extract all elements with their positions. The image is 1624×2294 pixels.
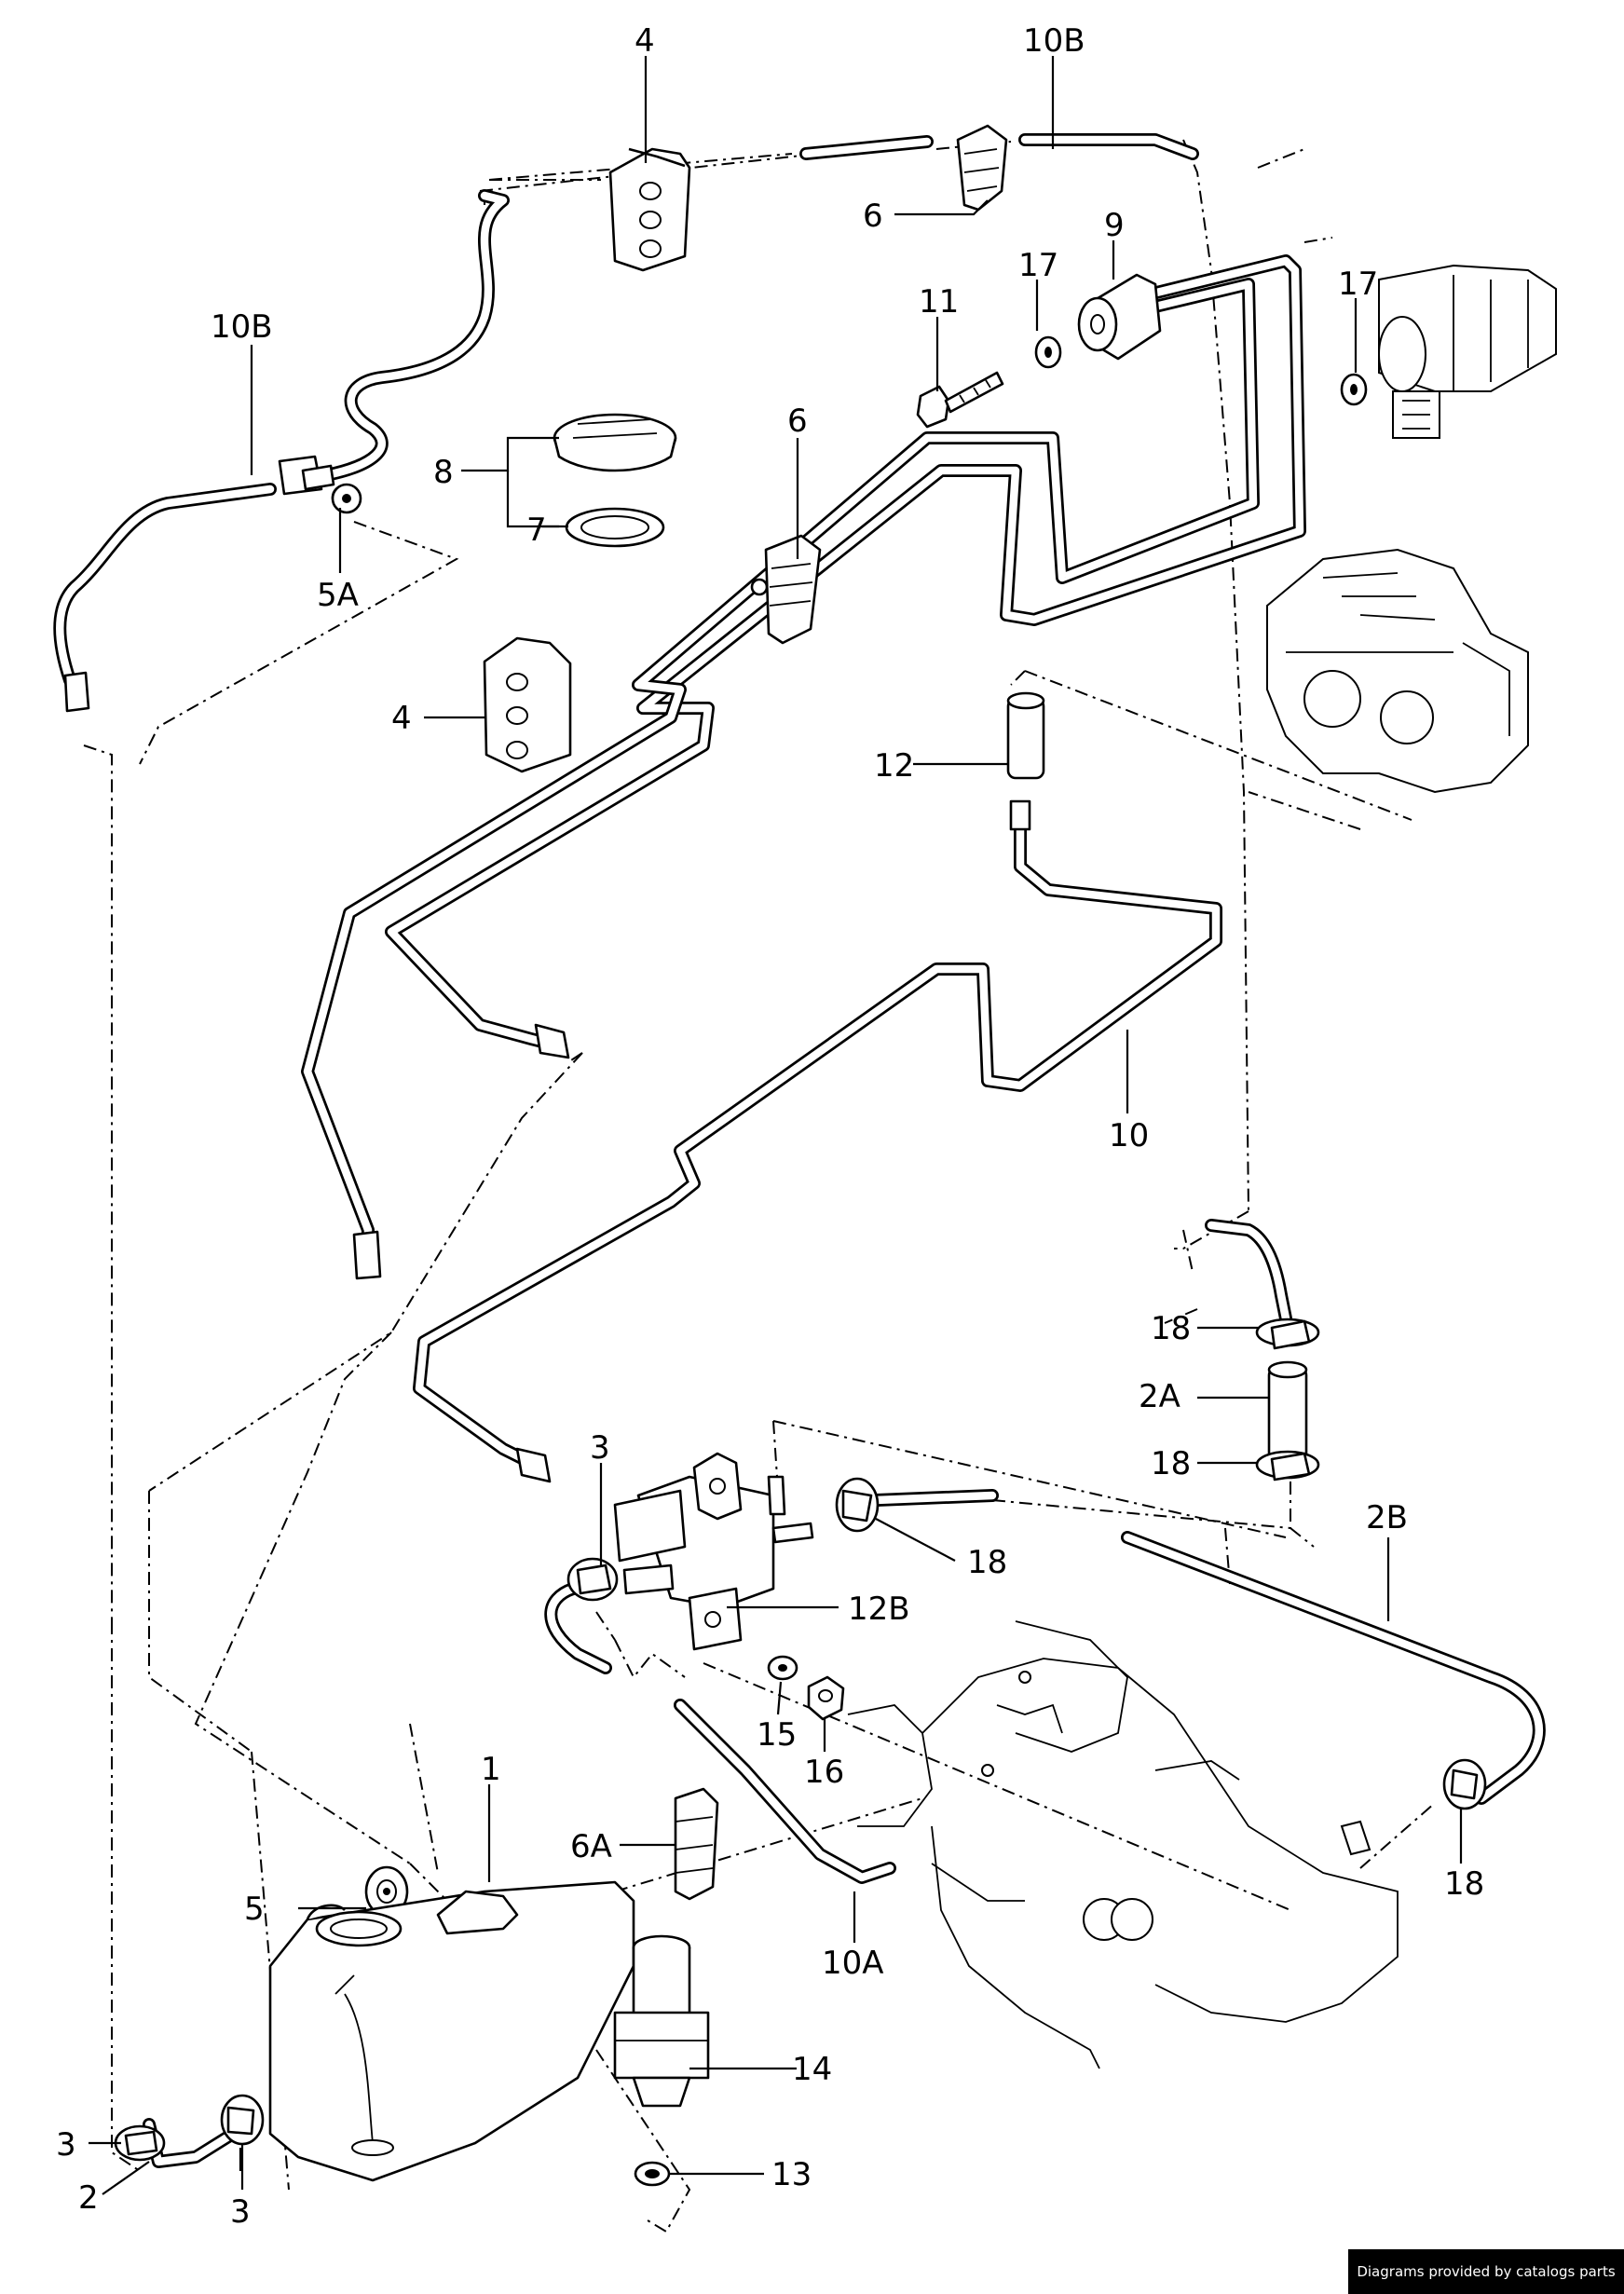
engine-detail-lower [847, 1620, 1399, 2069]
part-5-grommet [364, 1865, 409, 1918]
part-8-cap [553, 413, 677, 472]
callout-5: 5 [244, 1891, 265, 1928]
callout-16: 16 [804, 1754, 844, 1791]
callout-17-right: 17 [1338, 266, 1378, 303]
callout-labels: 4 10B 6 9 17 17 11 10B 8 7 6 5A 4 12 10 … [56, 22, 1484, 2231]
tube-10b-top [799, 133, 1199, 160]
hose-10a [674, 1699, 896, 1884]
part-6a-clip [674, 1787, 719, 1901]
callout-9: 9 [1104, 207, 1125, 244]
hose-valve-right [869, 1489, 999, 1507]
part-18-clamp-b [1255, 1450, 1320, 1482]
credit-text: Diagrams provided by catalogs parts [1357, 2263, 1616, 2280]
callout-18-valve: 18 [967, 1544, 1007, 1581]
callout-3-left: 3 [56, 2126, 76, 2164]
callout-3-upper: 3 [590, 1429, 610, 1467]
callout-5a: 5A [317, 577, 359, 614]
part-3-clamp-right [220, 2094, 265, 2146]
part-6-clip-top [956, 124, 1008, 212]
callout-18-upper: 18 [1151, 1310, 1191, 1347]
callout-12: 12 [874, 747, 914, 785]
callout-8: 8 [433, 454, 454, 491]
callout-2a: 2A [1139, 1378, 1180, 1415]
part-6-clip-middle [750, 534, 822, 645]
callout-7: 7 [526, 512, 547, 549]
callout-15: 15 [757, 1716, 797, 1754]
part-4-bracket-top [608, 147, 691, 272]
callout-2b: 2B [1366, 1499, 1408, 1536]
engine-pump-top-right [1378, 264, 1557, 439]
callout-18-lower: 18 [1444, 1865, 1484, 1903]
part-11-bolt [916, 371, 1004, 429]
callout-11: 11 [919, 283, 959, 321]
callout-10a: 10A [822, 1945, 884, 1982]
callout-1: 1 [481, 1751, 501, 1788]
hose-2b [1121, 1531, 1546, 1805]
part-1-reservoir [268, 1880, 635, 2182]
part-15-washer [767, 1655, 798, 1681]
hose-set-upper [301, 254, 1306, 1280]
callout-10: 10 [1109, 1117, 1149, 1154]
routing-dashed-lines [83, 139, 1436, 2233]
callout-2: 2 [78, 2179, 99, 2217]
hose-valve-left [544, 1582, 612, 1674]
part-3-clamp-upper [566, 1557, 619, 1602]
part-14-pump [613, 1934, 710, 2108]
callout-6a: 6A [570, 1828, 612, 1865]
engine-block-right [1266, 548, 1529, 794]
callout-4-top: 4 [635, 22, 655, 60]
callout-6-middle: 6 [787, 403, 808, 440]
part-18-clamp-d [1442, 1758, 1487, 1810]
part-3-clamp-left [114, 2124, 166, 2162]
callout-4-lower: 4 [391, 700, 412, 737]
credit-banner: Diagrams provided by catalogs parts [1348, 2249, 1624, 2294]
callout-14: 14 [792, 2051, 832, 2088]
part-16-nut [807, 1675, 845, 1721]
part-13-grommet [634, 2161, 671, 2187]
callout-6-top: 6 [863, 198, 883, 235]
hose-upper-right [1205, 1219, 1292, 1325]
part-17-washer-right [1340, 373, 1368, 406]
callout-18-middle: 18 [1151, 1445, 1191, 1482]
hose-10-lower [413, 799, 1222, 1483]
callout-3-lower: 3 [230, 2193, 251, 2231]
callout-10b-left: 10B [211, 308, 273, 346]
callout-12b: 12B [848, 1591, 910, 1628]
part-5a-grommet [331, 483, 362, 514]
part-4-bracket-lower [483, 636, 572, 773]
part-17-washer-left [1034, 335, 1062, 369]
leader-lines [89, 56, 1463, 2195]
callout-13: 13 [771, 2156, 812, 2193]
callout-10b-top: 10B [1023, 22, 1085, 60]
part-9-sleeve [1077, 273, 1162, 361]
part-18-clamp-a [1255, 1318, 1320, 1350]
part-12-connector [1006, 691, 1045, 780]
part-12b-valve [613, 1452, 814, 1651]
hose-2a [1267, 1360, 1308, 1472]
callout-17-left: 17 [1018, 247, 1058, 284]
part-18-clamp-c [835, 1477, 880, 1533]
part-7-washer [565, 507, 665, 548]
